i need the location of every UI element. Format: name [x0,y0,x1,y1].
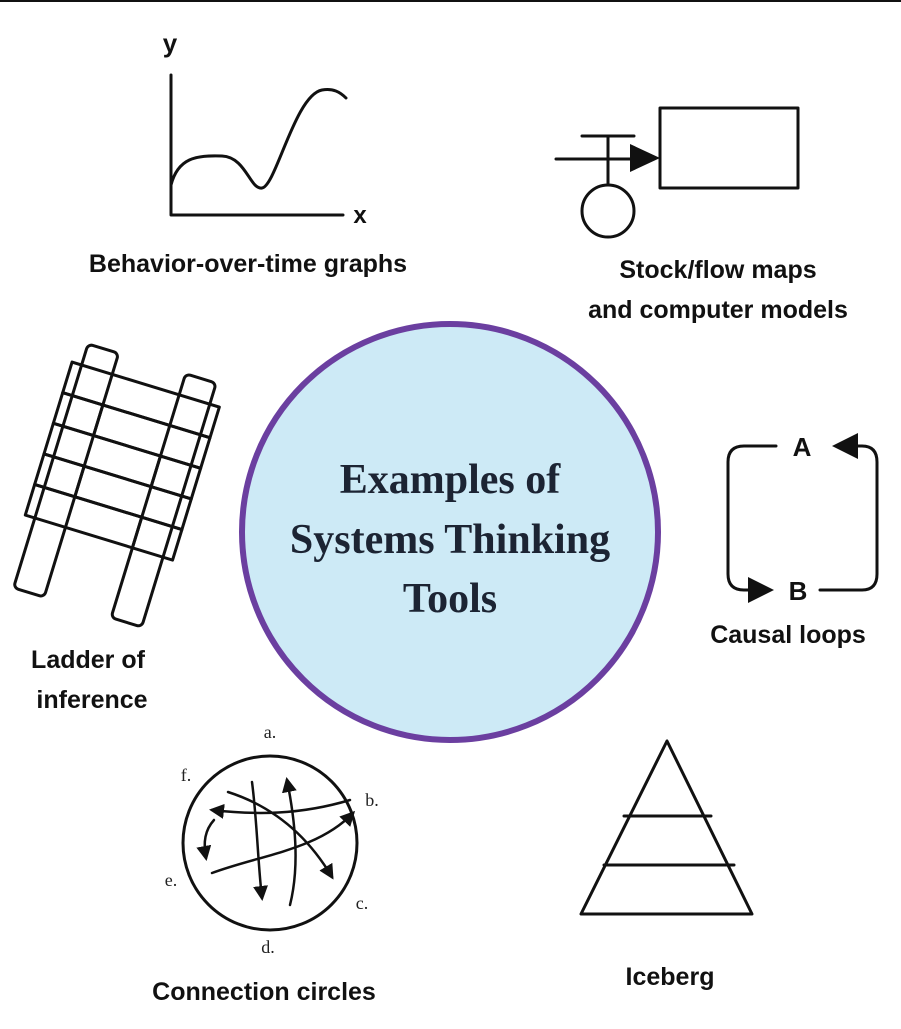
stock-flow-label-line-1: Stock/flow maps [619,256,816,284]
connection-point-f: f. [181,765,192,785]
connection-arrow-f-to-e [196,818,216,861]
connection-point-b: b. [365,790,379,810]
ladder-of-inference [13,343,221,628]
graph-x-axis-label: x [353,202,367,229]
ladder-joint-4 [130,515,144,550]
ladder-joint-1 [92,403,105,438]
behavior-over-time-label: Behavior-over-time graphs [89,250,407,278]
ladder-rung-5 [23,482,184,562]
flow-arrowhead-icon [630,144,660,172]
connection-circles-label: Connection circles [152,978,376,1006]
center-circle: Examples of Systems Thinking Tools [239,321,661,743]
causal-loop-left-arc [726,444,778,592]
connection-point-c: c. [356,893,369,913]
graph-axes [169,73,345,217]
causal-loop-right-arc [818,444,879,592]
iceberg-label: Iceberg [626,963,715,991]
connection-arrow-a-to-d [250,780,269,901]
graph-curve [169,88,348,190]
causal-node-a: A [793,432,812,462]
center-title-line-3: Tools [403,576,497,622]
iceberg-triangle [579,739,754,916]
connection-arrow-f-to-c [226,790,334,880]
connection-arrow-e-to-b [210,810,356,875]
ladder-joint-3 [73,464,86,499]
ladder-right-rail [110,373,217,628]
connection-point-d: d. [261,937,275,957]
connection-circle [181,754,359,932]
causal-loop-diagram: A B Causal loops [710,432,879,649]
causal-loops-label: Causal loops [710,621,866,649]
connection-point-e: e. [165,870,178,890]
connection-arrow-b-to-f [209,798,352,819]
connection-arrow-d-to-a [281,777,297,907]
ladder-label-line-2: inference [36,686,147,714]
center-title-line-1: Examples of [340,457,562,503]
stock-flow-map: Stock/flow maps and computer models [554,106,848,324]
stock-flow-label-line-2: and computer models [588,296,848,324]
ladder-label-line-1: Ladder of [31,646,146,674]
center-title-line-2: Systems Thinking [290,517,610,563]
connection-point-a: a. [264,722,277,742]
valve-converter-circle [580,183,636,239]
causal-node-b: B [789,576,808,606]
center-disc [239,321,661,743]
ladder-joint-2 [149,454,162,489]
stock-box [658,106,800,190]
arrow-into-a-icon [832,433,858,459]
arrow-into-b-icon [748,577,774,603]
iceberg-diagram: Iceberg [579,739,754,991]
graph-y-axis-label: y [163,28,178,58]
behavior-over-time-graph: y x Behavior-over-time graphs [89,28,407,278]
connection-circle-diagram: a. b. c. d. e. f. Connection circles [152,722,379,1006]
